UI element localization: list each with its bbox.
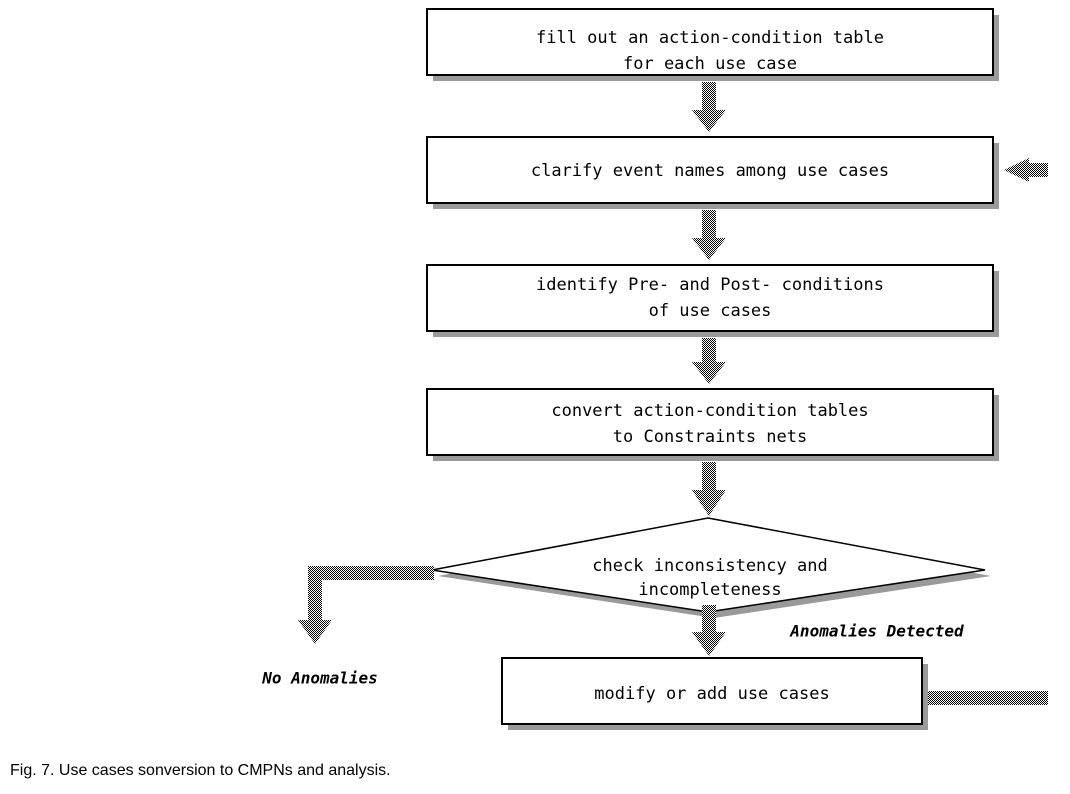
label-anomalies-detected: Anomalies Detected <box>789 622 964 641</box>
node-body <box>426 136 994 204</box>
node-convert-action-condition-tables[interactable]: convert action-condition tables to Const… <box>426 388 999 461</box>
node-label-line2: of use cases <box>649 301 772 321</box>
node-label-line1: convert action-condition tables <box>551 401 868 421</box>
node-check-inconsistency-decision[interactable]: check inconsistency and incompleteness <box>431 517 991 618</box>
arrow-step1-to-step2 <box>692 82 726 132</box>
node-label-line2: for each use case <box>623 54 797 74</box>
node-body <box>501 657 923 725</box>
node-label-line2: incompleteness <box>638 580 781 600</box>
node-modify-or-add-use-cases[interactable]: modify or add use cases <box>501 657 928 730</box>
node-label-line1: clarify event names among use cases <box>531 161 889 181</box>
arrow-decision-no-anomalies <box>298 566 434 644</box>
arrow-decision-to-modify <box>692 605 726 656</box>
node-clarify-event-names[interactable]: clarify event names among use cases <box>426 136 999 209</box>
arrow-step3-to-step4 <box>692 338 726 384</box>
node-label-line2: to Constraints nets <box>613 427 807 447</box>
arrow-feedback-loop-to-clarify <box>928 158 1048 705</box>
node-body <box>426 388 994 456</box>
arrow-step4-to-decision <box>692 462 726 516</box>
node-identify-pre-post-conditions[interactable]: identify Pre- and Post- conditions of us… <box>426 264 999 337</box>
node-body <box>426 8 994 76</box>
node-label-line1: fill out an action-condition table <box>536 28 884 48</box>
node-fill-out-action-condition-table[interactable]: fill out an action-condition table for e… <box>426 8 999 81</box>
figure-caption: Fig. 7. Use cases sonversion to CMPNs an… <box>10 762 391 779</box>
node-label-line1: modify or add use cases <box>594 684 829 704</box>
node-label-line1: check inconsistency and <box>592 556 827 576</box>
arrow-step2-to-step3 <box>692 210 726 260</box>
node-label-line1: identify Pre- and Post- conditions <box>536 275 884 295</box>
label-no-anomalies: No Anomalies <box>261 669 378 688</box>
node-body <box>426 264 994 332</box>
